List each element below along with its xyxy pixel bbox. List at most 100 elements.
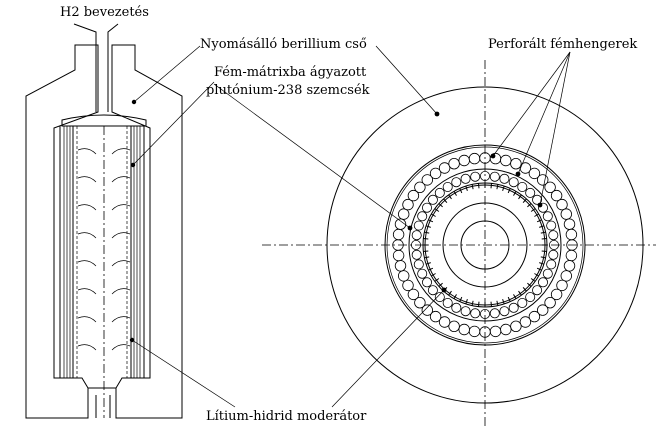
fuel-pellet xyxy=(438,316,451,328)
fuel-pellet xyxy=(470,308,481,319)
fuel-pellet xyxy=(489,171,500,182)
fuel-pellet xyxy=(448,320,460,333)
fuel-pellet xyxy=(499,306,510,317)
perforation-tick xyxy=(513,191,517,196)
perforation-tick xyxy=(513,294,517,299)
fuel-pellets-inner-ring xyxy=(410,170,560,319)
fuel-pellet xyxy=(544,297,556,309)
fuel-pellet xyxy=(525,292,536,303)
fuel-top-cap xyxy=(61,114,147,127)
fuel-pellet xyxy=(517,181,528,192)
perforation-tick xyxy=(431,273,436,277)
perforation-tick xyxy=(428,219,434,223)
perforation-tick xyxy=(539,262,545,265)
perforation-tick xyxy=(428,267,434,271)
perforation-tick xyxy=(443,198,448,203)
fuel-pellet xyxy=(421,174,434,186)
fuel-pellet xyxy=(556,198,568,211)
perforation-tick xyxy=(434,278,440,282)
beryllium-wall-left xyxy=(25,44,99,419)
perforation-tick xyxy=(502,299,505,305)
fuel-pellet xyxy=(398,270,410,282)
fuel-pellet xyxy=(500,323,512,336)
fuel-pellet xyxy=(411,249,422,260)
perforation-tick xyxy=(453,294,457,299)
perforation-tick xyxy=(518,194,522,200)
fuel-pellet xyxy=(563,260,576,272)
perforation-tick xyxy=(534,273,539,277)
fuel-pellet xyxy=(413,220,424,231)
fuel-pellet xyxy=(508,302,519,313)
fuel-pellet xyxy=(538,277,549,288)
fuel-pellet xyxy=(525,187,536,198)
fuel-pellet xyxy=(550,189,563,202)
perforation-tick xyxy=(541,250,547,252)
beryllium-wall-right xyxy=(111,44,183,419)
perforation-tick xyxy=(522,287,527,292)
h2-inlet-pipe xyxy=(73,23,119,112)
label-plutonium-grains-line1: Fém-mátrixba ágyazott xyxy=(214,65,367,80)
fuel-pellet xyxy=(451,177,462,188)
fuel-pellet xyxy=(528,310,541,323)
label-h2-inlet: H2 bevezetés xyxy=(60,5,149,20)
fuel-pellet xyxy=(560,270,573,282)
perforation-tick xyxy=(541,238,547,240)
perforation-tick xyxy=(438,203,443,208)
perforation-tick xyxy=(465,185,468,191)
fuel-pellet xyxy=(411,230,422,241)
fuel-pellet xyxy=(510,320,522,333)
fuel-pellet xyxy=(392,249,405,262)
perforation-tick xyxy=(527,282,532,287)
fuel-pellet xyxy=(417,268,428,279)
perforation-tick xyxy=(431,213,436,217)
perforation-tick xyxy=(539,225,545,228)
perforation-tick xyxy=(425,225,431,228)
fuel-pellet xyxy=(458,323,470,336)
perforation-tick xyxy=(540,256,546,259)
perforation-tick xyxy=(507,296,511,302)
fuel-pellet xyxy=(460,306,471,317)
perforation-ticks xyxy=(423,183,547,307)
fuel-rods xyxy=(59,126,145,418)
perforation-tick xyxy=(459,296,463,302)
perforation-tick xyxy=(530,278,536,282)
perforation-tick xyxy=(478,301,480,307)
fuel-pellet xyxy=(489,308,500,319)
fuel-pellet xyxy=(417,211,428,222)
fuel-pellet xyxy=(429,167,442,180)
perforation-tick xyxy=(438,282,443,287)
fuel-pellet xyxy=(434,292,445,303)
label-beryllium-tube: Nyomásálló berillium cső xyxy=(200,37,367,52)
fuel-pellet xyxy=(500,154,512,167)
fuel-pellet xyxy=(542,211,553,222)
fuel-pellet xyxy=(546,259,557,270)
longitudinal-section xyxy=(25,23,183,419)
fuel-pellet xyxy=(489,325,502,338)
fuel-pellet xyxy=(442,181,453,192)
perforation-tick xyxy=(471,300,474,306)
fuel-pellet xyxy=(394,218,407,230)
fuel-pellet xyxy=(563,218,576,230)
perforation-tick xyxy=(530,208,536,212)
label-perforated-cylinders: Perforált fémhengerek xyxy=(488,37,637,52)
flow-arrows xyxy=(77,148,131,351)
fuel-pellet xyxy=(414,297,426,309)
perforation-tick xyxy=(540,231,546,234)
fuel-pellet xyxy=(528,167,541,180)
fuel-pellet xyxy=(508,177,519,188)
fuel-pellet xyxy=(394,260,407,272)
bottom-outlet xyxy=(88,387,116,418)
fuel-pellet xyxy=(565,228,578,241)
perforation-tick xyxy=(448,290,452,296)
perforation-tick xyxy=(465,299,468,305)
fuel-pellet xyxy=(413,259,424,270)
fuel-pellet xyxy=(510,157,522,170)
fuel-pellet xyxy=(402,198,414,211)
fuel-pellet xyxy=(468,152,481,165)
fuel-pellet xyxy=(532,194,543,205)
fuel-pellet xyxy=(458,154,470,167)
perforation-tick xyxy=(459,188,463,194)
fuel-pellet xyxy=(548,230,559,241)
fuel-pellet xyxy=(550,288,563,301)
